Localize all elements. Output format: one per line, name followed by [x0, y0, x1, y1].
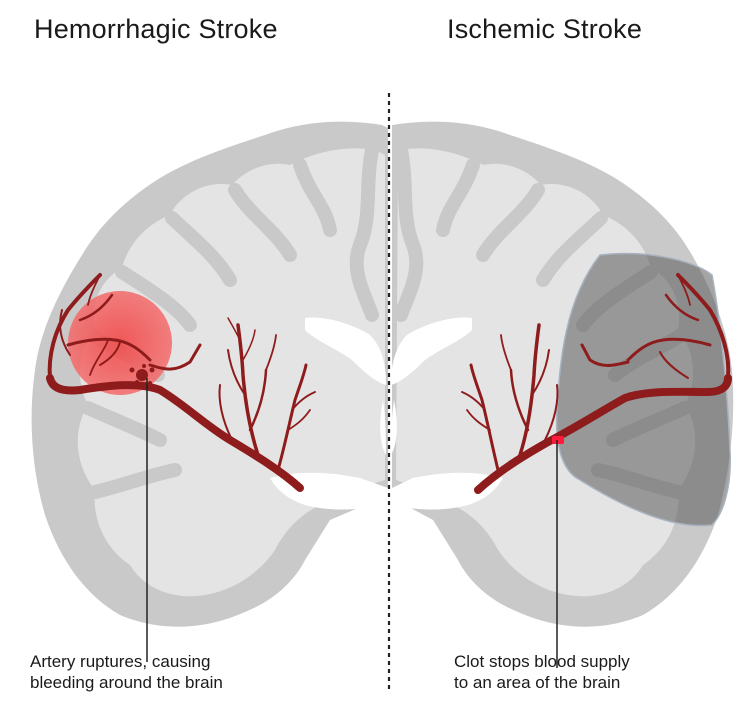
hemorrhagic-caption-line1: Artery ruptures, causing — [30, 651, 223, 672]
ischemic-caption: Clot stops blood supply to an area of th… — [454, 651, 630, 693]
clot-marker — [552, 436, 564, 444]
ischemic-caption-line1: Clot stops blood supply — [454, 651, 630, 672]
ischemic-caption-line2: to an area of the brain — [454, 672, 630, 693]
hemorrhagic-caption-line2: bleeding around the brain — [30, 672, 223, 693]
hemorrhagic-caption: Artery ruptures, causing bleeding around… — [30, 651, 223, 693]
